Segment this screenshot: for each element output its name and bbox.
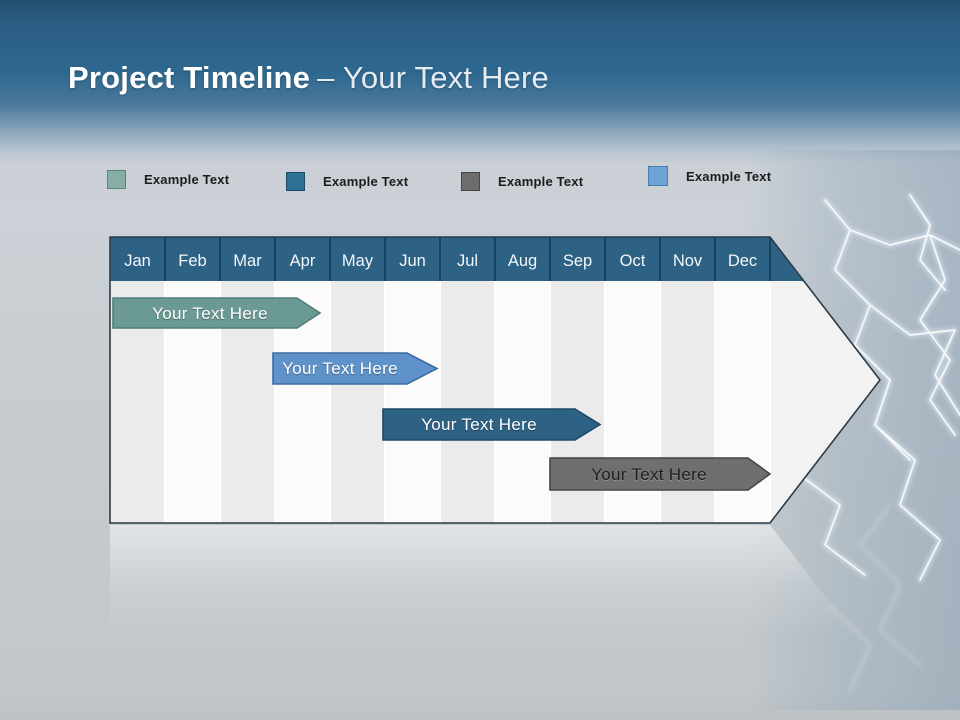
month-label: Oct xyxy=(620,252,646,270)
timeline-bar: Your Text Here xyxy=(382,408,602,441)
timeline-column xyxy=(495,281,550,523)
timeline-column xyxy=(440,281,495,523)
month-label: May xyxy=(342,252,374,270)
timeline-bar: Your Text Here xyxy=(549,457,772,491)
bar-shape-teal xyxy=(112,297,322,329)
timeline-bar: Your Text Here xyxy=(112,297,322,329)
month-label: Aug xyxy=(508,252,537,270)
month-header-band xyxy=(110,237,804,281)
bar-shape-gray xyxy=(549,457,772,491)
header-gradient xyxy=(0,0,960,162)
timeline-bar-label: Your Text Here xyxy=(282,359,398,378)
month-label: Nov xyxy=(673,252,703,270)
timeline-reflection xyxy=(110,525,855,635)
legend-item-4: Example Text xyxy=(648,166,771,186)
timeline-bar-label: Your Text Here xyxy=(421,415,537,434)
bar-shape-lightblue xyxy=(272,352,439,385)
month-header-dividers xyxy=(164,237,771,281)
legend-item-1: Example Text xyxy=(107,170,229,189)
timeline-bar-label: Your Text Here xyxy=(152,304,268,323)
legend-swatch-gray xyxy=(461,172,480,191)
timeline-bar-label: Your Text Here xyxy=(591,465,707,484)
legend-item-3: Example Text xyxy=(461,172,583,191)
month-label: Sep xyxy=(563,252,592,270)
month-label: Jan xyxy=(124,252,151,270)
month-label: Apr xyxy=(290,252,316,270)
legend-label: Example Text xyxy=(323,174,409,189)
timeline-arrow-outline xyxy=(109,236,882,524)
legend-label: Example Text xyxy=(498,174,584,189)
legend-label: Example Text xyxy=(144,172,230,187)
month-label: Dec xyxy=(728,252,757,270)
month-label: Jun xyxy=(399,252,426,270)
timeline-column xyxy=(330,281,385,523)
month-labels: Jan Feb Mar Apr May Jun Jul Aug Sep Oct … xyxy=(124,252,757,270)
month-label: Mar xyxy=(233,252,262,270)
title-subtitle: – Your Text Here xyxy=(317,60,549,95)
page-title: Project Timeline– Your Text Here xyxy=(68,60,549,96)
timeline-graphic: Jan Feb Mar Apr May Jun Jul Aug Sep Oct … xyxy=(109,236,882,528)
bar-shape-steelblue xyxy=(382,408,602,441)
legend-label: Example Text xyxy=(686,168,772,184)
legend-swatch-teal xyxy=(107,170,126,189)
legend-item-2: Example Text xyxy=(286,172,408,191)
legend-swatch-lightblue xyxy=(648,166,668,186)
timeline-column xyxy=(385,281,440,523)
month-label: Feb xyxy=(178,252,206,270)
title-main: Project Timeline xyxy=(68,60,311,95)
legend-swatch-steelblue xyxy=(286,172,305,191)
timeline-bar: Your Text Here xyxy=(272,352,439,385)
month-label: Jul xyxy=(457,252,478,270)
